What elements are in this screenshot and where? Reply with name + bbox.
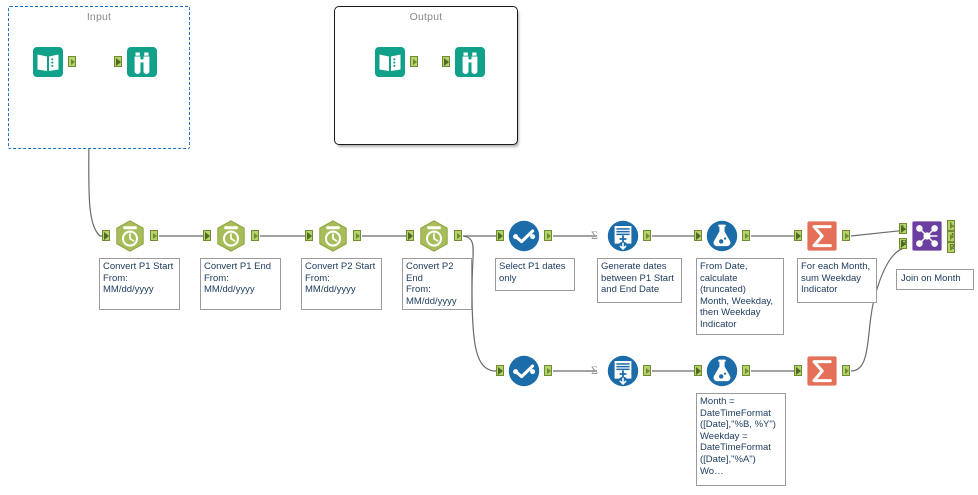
tool-node-browse-1[interactable] (114, 45, 159, 79)
binoculars-icon (455, 47, 485, 77)
container-label: Input (86, 11, 112, 23)
input-port-in[interactable] (794, 365, 802, 376)
join-icon (912, 221, 942, 251)
input-port-l[interactable]: L (899, 223, 907, 234)
output-port-out[interactable] (643, 365, 651, 376)
input-port-in[interactable] (114, 56, 122, 67)
generate-rows-icon (607, 220, 639, 252)
clock-hexagon-icon (420, 220, 448, 252)
book-icon (33, 47, 63, 77)
tool-node-generate-1[interactable]: Σ (591, 219, 651, 253)
tool-node-summarize-2[interactable] (794, 354, 850, 388)
annotation-convert-p1-end[interactable]: Convert P1 End From: MM/dd/yyyy (200, 258, 281, 310)
tool-node-formula-1[interactable] (694, 219, 750, 253)
annotation-generate-dates[interactable]: Generate dates between P1 Start and End … (597, 258, 682, 303)
tool-node-datetime-3[interactable] (305, 219, 361, 253)
tool-node-select-2[interactable] (496, 354, 552, 388)
container-label: Output (409, 11, 443, 23)
input-port-r[interactable]: R (899, 238, 907, 249)
tool-node-datetime-2[interactable] (203, 219, 259, 253)
output-port-out[interactable] (842, 365, 850, 376)
sigma-icon (807, 221, 837, 251)
output-port-out[interactable] (353, 230, 361, 241)
sigma-icon (807, 356, 837, 386)
output-port-out[interactable] (742, 365, 750, 376)
clock-hexagon-icon (116, 220, 144, 252)
output-container[interactable]: Output (334, 6, 518, 145)
input-port-in[interactable] (694, 230, 702, 241)
tool-node-browse-2[interactable] (442, 45, 487, 79)
tool-node-generate-2[interactable]: Σ (591, 354, 651, 388)
input-port-in[interactable] (694, 365, 702, 376)
annotation-convert-p2-end[interactable]: Convert P2 End From: MM/dd/yyyy (402, 258, 472, 310)
input-port-in[interactable] (203, 230, 211, 241)
input-port-in[interactable] (305, 230, 313, 241)
input-port-in[interactable] (794, 230, 802, 241)
clock-hexagon-icon (217, 220, 245, 252)
output-port-out[interactable] (68, 56, 76, 67)
input-port-in[interactable] (496, 365, 504, 376)
clock-hexagon-icon (319, 220, 347, 252)
generate-rows-icon (607, 355, 639, 387)
output-port-out[interactable] (643, 230, 651, 241)
tool-node-input-data-2[interactable] (373, 45, 418, 79)
flask-icon (706, 220, 738, 252)
input-port-in[interactable] (496, 230, 504, 241)
annotation-join-on-month[interactable]: Join on Month (896, 269, 974, 290)
input-container[interactable]: Input (8, 6, 190, 149)
output-port-l[interactable]: L (947, 220, 955, 231)
output-port-out[interactable] (742, 230, 750, 241)
output-port-out[interactable] (251, 230, 259, 241)
input-port-in[interactable] (442, 56, 450, 67)
tool-node-input-data-1[interactable] (31, 45, 76, 79)
output-port-out[interactable] (842, 230, 850, 241)
output-port-j[interactable]: J (947, 231, 955, 242)
binoculars-icon (127, 47, 157, 77)
output-port-r[interactable]: R (947, 242, 955, 253)
sigma-input-port[interactable]: Σ (591, 363, 598, 377)
input-port-in[interactable] (406, 230, 414, 241)
tool-node-formula-2[interactable] (694, 354, 750, 388)
output-port-out[interactable] (150, 230, 158, 241)
select-check-icon (508, 220, 540, 252)
tool-node-select-1[interactable] (496, 219, 552, 253)
annotation-select-p1-dates[interactable]: Select P1 dates only (495, 258, 575, 291)
output-port-out[interactable] (544, 230, 552, 241)
annotation-convert-p1-start[interactable]: Convert P1 Start From: MM/dd/yyyy (99, 258, 180, 310)
flask-icon (706, 355, 738, 387)
tool-node-datetime-1[interactable] (102, 219, 158, 253)
input-port-in[interactable] (102, 230, 110, 241)
select-check-icon (508, 355, 540, 387)
annotation-formula-month[interactable]: From Date, calculate (truncated) Month, … (696, 258, 784, 335)
sigma-input-port[interactable]: Σ (591, 228, 598, 242)
annotation-formula-2[interactable]: Month = DateTimeFormat ([Date],"%B, %Y")… (696, 393, 786, 486)
annotation-summarize-sum[interactable]: For each Month, sum Weekday Indicator (797, 258, 877, 303)
annotation-convert-p2-start[interactable]: Convert P2 Start From: MM/dd/yyyy (301, 258, 382, 310)
output-port-out[interactable] (454, 230, 462, 241)
output-port-out[interactable] (410, 56, 418, 67)
tool-node-datetime-4[interactable] (406, 219, 462, 253)
output-port-out[interactable] (544, 365, 552, 376)
book-icon (375, 47, 405, 77)
tool-node-summarize-1[interactable] (794, 219, 850, 253)
